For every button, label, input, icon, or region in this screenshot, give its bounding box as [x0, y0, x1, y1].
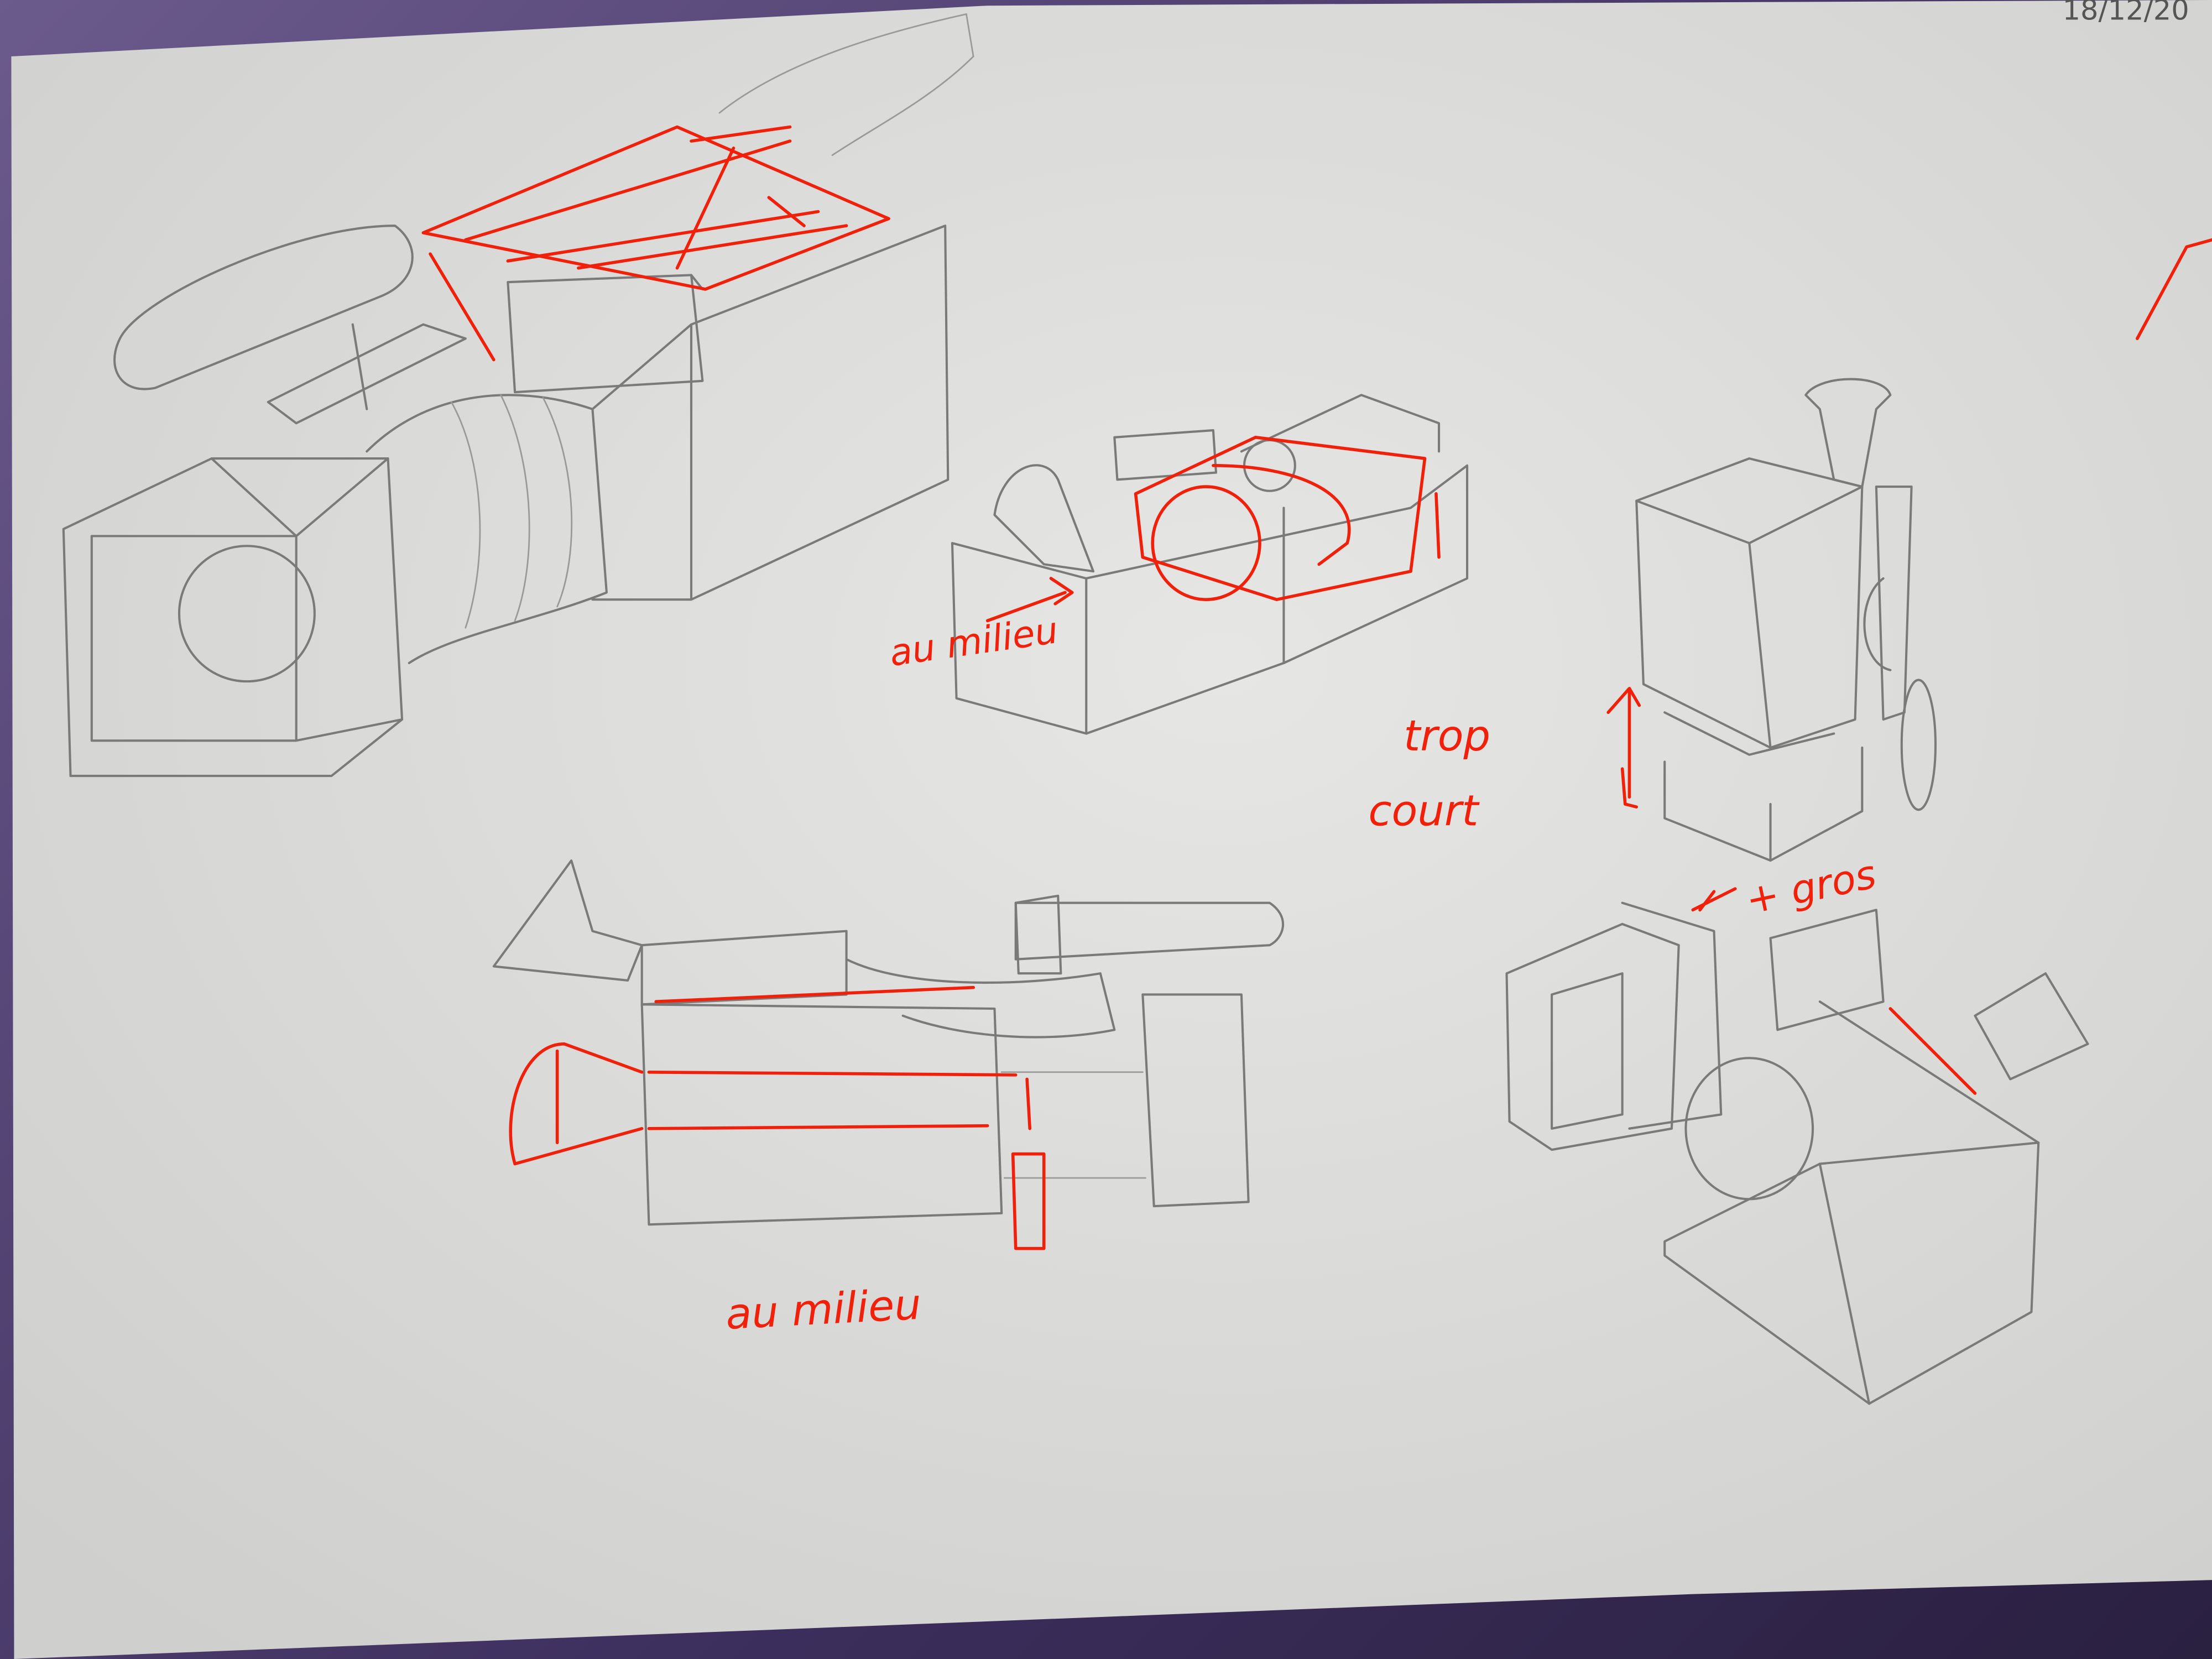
red-mark-edge [2135, 238, 2212, 341]
red-arrow-left [1691, 887, 1737, 912]
paper-sheet [11, 0, 2212, 1659]
red-arrow-up [1606, 687, 1641, 808]
red-correction-5 [1888, 1007, 1977, 1095]
annotation-court: court [1368, 786, 1480, 836]
red-correction-1 [421, 125, 890, 362]
camera-sketch-3 [1635, 378, 1937, 862]
camera-sketch-2 [951, 394, 1469, 735]
camera-sketch-5 [1505, 901, 2089, 1405]
annotation-au-milieu-bottom: au milieu [724, 1280, 922, 1339]
annotation-trop: trop [1404, 712, 1490, 761]
red-correction-4 [509, 985, 1046, 1250]
camera-sketch-1 [62, 13, 974, 778]
red-correction-2 [985, 436, 1441, 623]
date-label: 18/12/20 [2063, 0, 2189, 27]
